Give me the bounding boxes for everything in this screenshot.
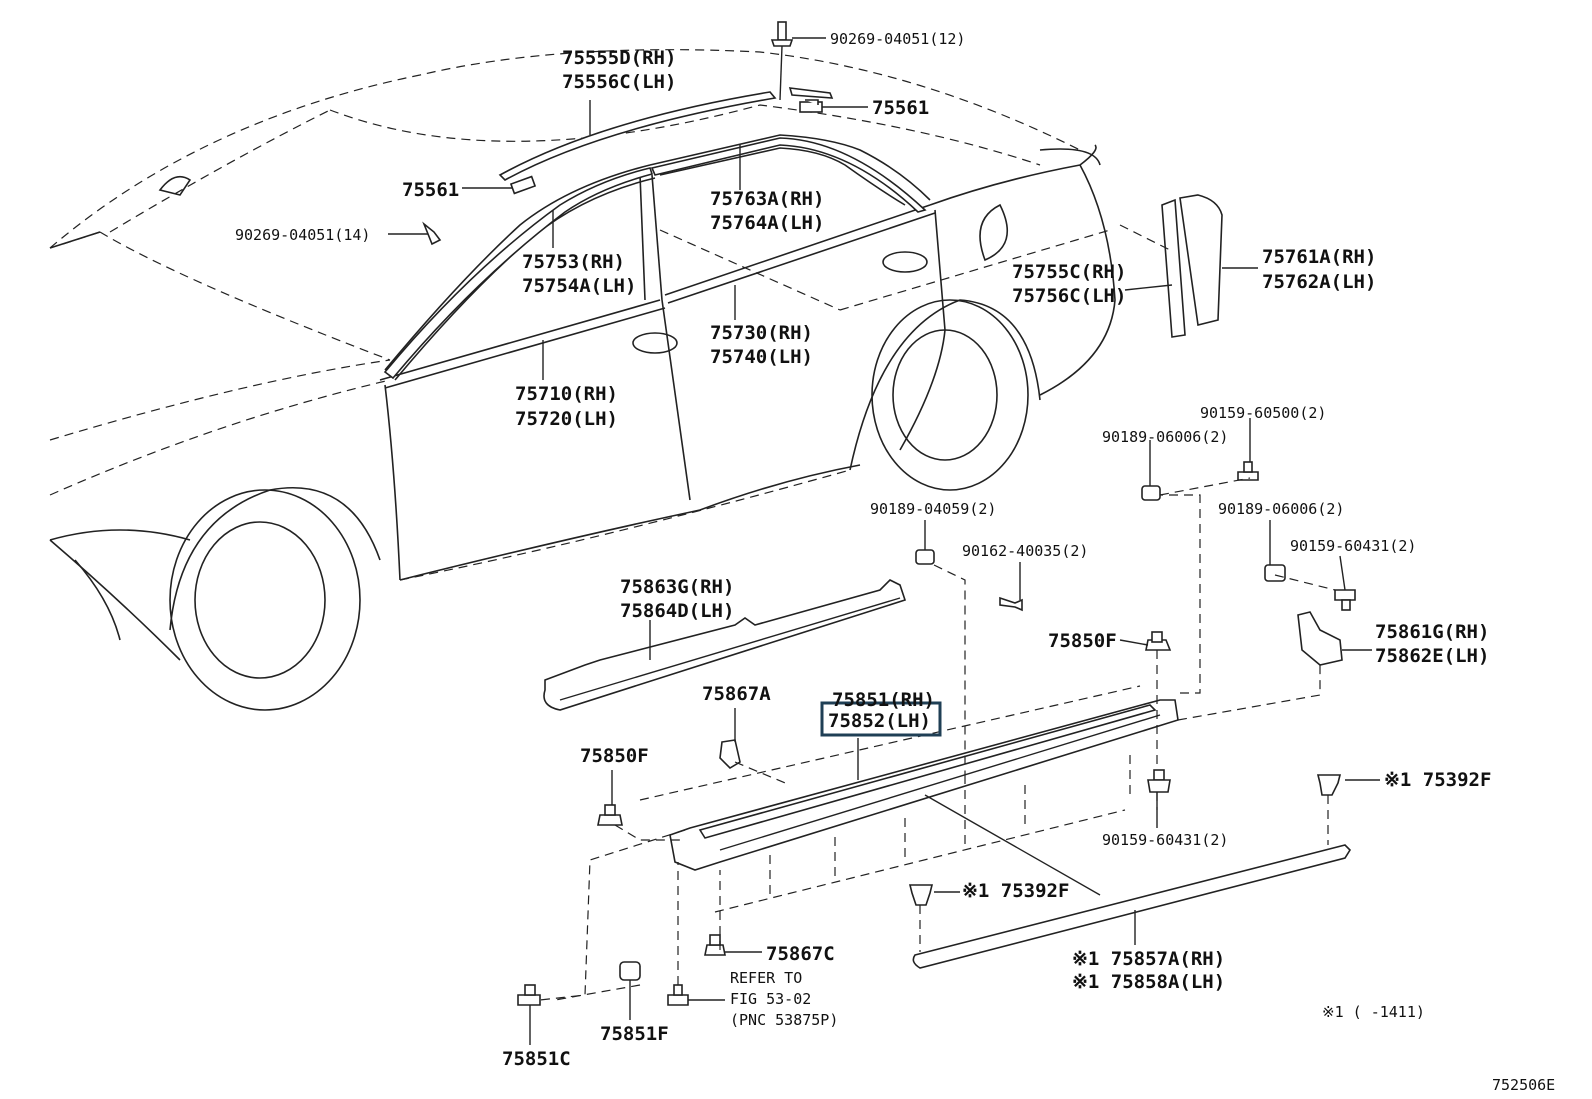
label-75392f-mid: ※1 75392F xyxy=(962,880,1069,902)
rocker-molding-lower xyxy=(912,844,1352,969)
label-75561-left: 75561 xyxy=(402,179,459,201)
part-labels: 90269-04051(12) 75555D(RH) 75556C(LH) 75… xyxy=(235,30,1555,1094)
label-75753: 75753(RH) xyxy=(522,251,625,273)
label-90159-60500: 90159-60500(2) xyxy=(1200,404,1326,422)
car-body-outline xyxy=(49,49,1116,711)
label-75392f-right: ※1 75392F xyxy=(1384,769,1491,791)
label-figure-code: 752506E xyxy=(1492,1076,1555,1094)
label-75730: 75730(RH) xyxy=(710,322,813,344)
rocker-garnish-upper xyxy=(543,579,907,711)
label-75555d: 75555D(RH) xyxy=(562,47,676,69)
screw-left xyxy=(422,221,442,246)
label-90189-04059: 90189-04059(2) xyxy=(870,500,996,518)
label-75763a: 75763A(RH) xyxy=(710,188,824,210)
roof-clip-top xyxy=(799,99,823,113)
label-75861g: 75861G(RH) xyxy=(1375,621,1489,643)
clip-75850f-right xyxy=(1145,631,1172,651)
screw-75851c xyxy=(517,984,541,1006)
roof-clip-left xyxy=(509,175,537,195)
label-75851c: 75851C xyxy=(502,1048,571,1070)
label-90159-60431-a: 90159-60431(2) xyxy=(1290,537,1416,555)
nut-90189-06006-a xyxy=(1141,485,1161,501)
nut-75851f xyxy=(619,961,641,981)
label-75754a: 75754A(LH) xyxy=(522,275,636,297)
clip-75850f-left xyxy=(597,804,623,826)
label-75867a: 75867A xyxy=(702,683,771,705)
highlight-box xyxy=(820,701,942,737)
label-75857a: ※1 75857A(RH) xyxy=(1072,948,1225,970)
label-90269-04051-12: 90269-04051(12) xyxy=(830,30,965,48)
label-75864d: 75864D(LH) xyxy=(620,600,734,622)
label-75755c: 75755C(RH) xyxy=(1012,261,1126,283)
label-footnote: ※1 ( -1411) xyxy=(1322,1003,1425,1021)
bolt-90159-60431-a xyxy=(1334,589,1356,611)
label-75761a: 75761A(RH) xyxy=(1262,246,1376,268)
label-75852: 75852(LH) xyxy=(828,710,931,732)
label-75850f-left: 75850F xyxy=(580,745,649,767)
label-90159-60431-b: 90159-60431(2) xyxy=(1102,831,1228,849)
label-75863g: 75863G(RH) xyxy=(620,576,734,598)
label-pnc: (PNC 53875P) xyxy=(730,1011,838,1029)
front-door-frame-molding xyxy=(383,167,654,380)
label-75851: 75851(RH) xyxy=(832,689,935,711)
label-75710: 75710(RH) xyxy=(515,383,618,405)
bolt-refer xyxy=(667,984,689,1006)
label-75764a: 75764A(LH) xyxy=(710,212,824,234)
label-75867c: 75867C xyxy=(766,943,835,965)
roof-molding xyxy=(498,87,834,181)
label-75762a: 75762A(LH) xyxy=(1262,271,1376,293)
label-90189-06006-a: 90189-06006(2) xyxy=(1102,428,1228,446)
label-90162-40035: 90162-40035(2) xyxy=(962,542,1088,560)
label-fig: FIG 53-02 xyxy=(730,990,811,1008)
label-90269-04051-14: 90269-04051(14) xyxy=(235,226,370,244)
screw-top xyxy=(770,21,794,101)
leader-lines xyxy=(388,37,1380,1045)
nut-90189-04059 xyxy=(915,549,935,565)
label-75556c: 75556C(LH) xyxy=(562,71,676,93)
label-75862e: 75862E(LH) xyxy=(1375,645,1489,667)
label-75850f-right: 75850F xyxy=(1048,630,1117,652)
label-75851f: 75851F xyxy=(600,1023,669,1045)
clip-75392f-mid xyxy=(908,884,934,906)
assembly-guides xyxy=(539,224,1336,1001)
label-refer-to: REFER TO xyxy=(730,969,802,987)
label-75720: 75720(LH) xyxy=(515,408,618,430)
label-75561-top: 75561 xyxy=(872,97,929,119)
label-75756c: 75756C(LH) xyxy=(1012,285,1126,307)
clip-75867c xyxy=(704,934,726,956)
label-75858a: ※1 75858A(LH) xyxy=(1072,971,1225,993)
bolt-90159-60431-b xyxy=(1147,769,1171,793)
clip-75392f-right xyxy=(1316,774,1342,796)
rear-door-frame-molding xyxy=(650,137,927,213)
nut-90189-06006-b xyxy=(1264,564,1286,582)
clip-75867a xyxy=(719,739,741,770)
bracket-75861g xyxy=(1297,611,1343,666)
label-75740: 75740(LH) xyxy=(710,346,813,368)
quarter-pillar-garnish xyxy=(1161,194,1223,338)
label-90189-06006-b: 90189-06006(2) xyxy=(1218,500,1344,518)
screw-90162-40035 xyxy=(999,596,1023,612)
bolt-90159-60500 xyxy=(1237,461,1259,481)
